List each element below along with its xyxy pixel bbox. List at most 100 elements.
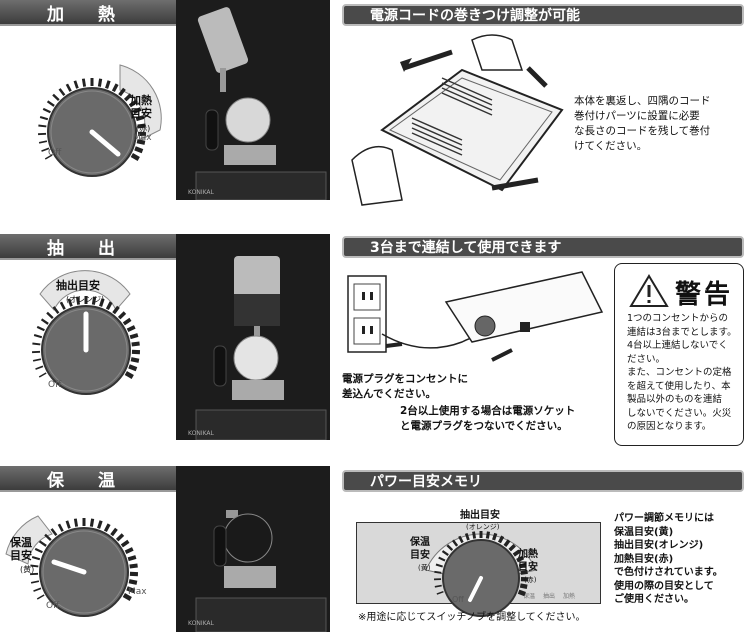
cord-heading: 電源コードの巻きつけ調整が可能 (342, 4, 744, 26)
dial-tick (41, 147, 50, 152)
memory-heat-label: 加熱 目安 (518, 549, 538, 573)
dial-tick (38, 372, 47, 378)
dial-tick (42, 107, 51, 114)
dial-tick (30, 564, 39, 568)
dial-tick (31, 555, 41, 561)
cord-instructions: 本体を裏返し、四隅のコード 巻付けパーツに設置に必要 な長さのコードを残して巻付… (574, 95, 711, 152)
dial-tick (128, 364, 138, 372)
dial-tick (59, 301, 66, 310)
section-title-warm: 保 温 (0, 466, 176, 492)
dial-tick (97, 520, 103, 529)
heat-dial-sub: (赤) (136, 124, 151, 133)
dial-tick (451, 539, 459, 547)
dial-tick (35, 365, 44, 370)
dial-tick (126, 325, 136, 333)
dial-tick (508, 543, 516, 552)
heat-dial (38, 64, 162, 177)
warm-dial-label: 保温 目安 (10, 536, 32, 562)
dial-tick (112, 305, 120, 315)
warm-photo-brand: KONIKAL (188, 620, 214, 627)
extract-dial-label: 抽出目安 (56, 279, 100, 292)
dial-tick (103, 523, 111, 533)
dial-tick (33, 587, 42, 592)
dial-tick (124, 371, 134, 379)
dial-tick (99, 298, 105, 307)
dial-tick (517, 589, 526, 597)
dial-tick (111, 83, 119, 93)
dial-tick (516, 555, 525, 563)
dial-tick (115, 533, 125, 542)
memory-note: ※用途に応じてスイッチノブを調整してください。 (358, 612, 586, 623)
memory-warm-sub: (黄) (418, 564, 431, 572)
dial-tick (30, 580, 40, 584)
dial-tick (38, 140, 48, 144)
connect-heading: 3台まで連結して使用できます (342, 236, 744, 258)
dial-tick (32, 358, 42, 362)
dial-tick (33, 333, 43, 339)
dial-tick (57, 523, 64, 532)
dial-tick (441, 550, 449, 556)
dial-tick (65, 83, 72, 92)
dial-tick (39, 115, 49, 121)
extract-photo-brand: KONIKAL (188, 430, 214, 437)
dial-tick (91, 296, 97, 305)
heat-photo-brand: KONIKAL (188, 189, 214, 196)
dial-tick (73, 518, 79, 527)
memory-extract-label: 抽出目安 (460, 510, 500, 521)
dial-tick (50, 528, 58, 536)
dial-tick (518, 562, 527, 569)
memory-legend-1: 保温 (523, 593, 536, 600)
connect-illustration (347, 271, 604, 362)
heat-dial-max: Max (133, 133, 152, 143)
dial-tick (40, 318, 49, 325)
dial-tick (497, 535, 505, 544)
dial-tick (135, 115, 145, 122)
warm-siphon-photo: KONIKAL (176, 466, 330, 632)
dial-tick (73, 80, 79, 89)
dial-tick (127, 555, 137, 562)
dial-tick (472, 531, 477, 539)
dial-tick (81, 78, 87, 87)
memory-dial (425, 531, 537, 617)
warning-box: 警告 1つのコンセントからの 連結は3台までとします。 4台以上連結しないでく … (614, 263, 744, 446)
dial-tick (485, 531, 491, 539)
dial-tick (122, 593, 132, 601)
warm-dial-off: Off (46, 601, 60, 611)
dial-tick (46, 100, 55, 107)
dial-tick (117, 311, 127, 320)
dial-tick (436, 590, 444, 595)
dial-tick (434, 584, 442, 588)
dial-tick (136, 139, 146, 145)
dial-tick (38, 540, 47, 547)
memory-off: Off (452, 595, 464, 604)
dial-tick (123, 93, 133, 102)
connect-multi-text: 2台以上使用する場合は電源ソケット と電源プラグをつないでください。 (400, 405, 576, 432)
dial-tick (105, 301, 113, 311)
dial-tick (122, 317, 132, 326)
dial-tick (118, 87, 126, 97)
heat-dial-off: Off (48, 148, 62, 158)
dial-tick (126, 586, 136, 594)
dial-tick (124, 547, 134, 555)
dial-tick (438, 556, 446, 562)
dial-tick (89, 518, 95, 527)
warm-dial-max: Max (128, 587, 147, 597)
dial-tick (52, 306, 60, 314)
dial-tick (34, 547, 43, 554)
dial-tick (512, 549, 521, 557)
dial-tick (32, 342, 41, 346)
dial-tick (38, 124, 47, 128)
extract-dial-sub: (オレンジ) (66, 295, 105, 304)
dial-tick (52, 93, 60, 102)
section-title-extract: 抽 出 (0, 234, 176, 260)
dial-tick (128, 99, 138, 108)
section-title-heat: 加 熱 (0, 0, 176, 26)
dial-tick (434, 570, 442, 574)
dial-tick (130, 153, 140, 161)
extract-dial (32, 270, 141, 395)
warm-dial-sub: (黄) (20, 565, 35, 574)
memory-warm-label: 保温 目安 (410, 537, 430, 561)
memory-legend-3: 加熱 (563, 593, 576, 600)
dial-tick (130, 357, 140, 363)
warm-dial (5, 515, 139, 617)
